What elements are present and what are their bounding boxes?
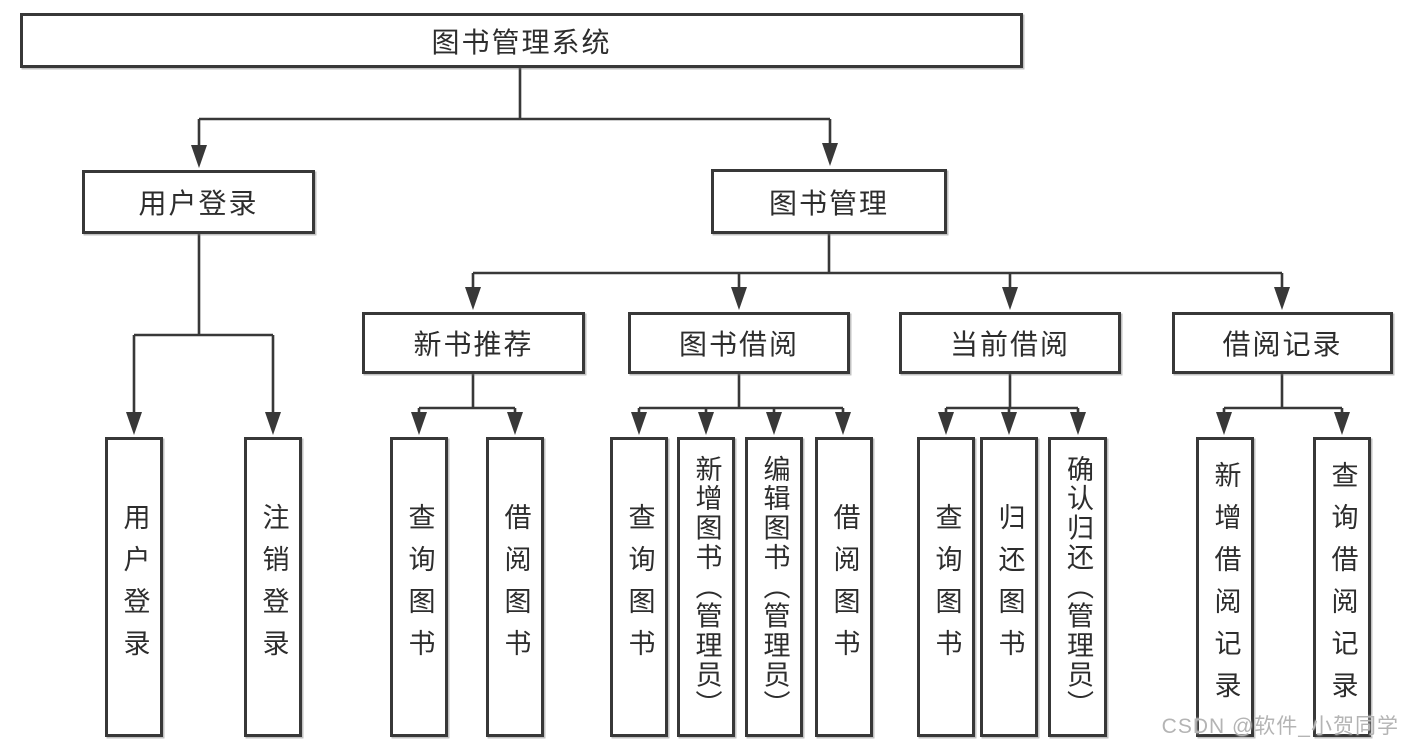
leaf-label: 查询图书	[624, 503, 655, 671]
leaf-label: 新增图书（管理员）	[691, 454, 722, 720]
leaf-label: 确认归还（管理员）	[1063, 454, 1093, 720]
csdn-watermark: CSDN @软件_小贺同学	[1161, 715, 1399, 738]
leaf-return-books: 归还图书	[980, 437, 1038, 737]
leaf-borrow-books-recommend: 借阅图书	[486, 437, 544, 737]
leaf-user-login: 用户登录	[105, 437, 163, 737]
node-user-login: 用户登录	[82, 170, 315, 234]
leaf-label: 查询图书	[931, 503, 962, 671]
leaf-add-book-admin: 新增图书（管理员）	[677, 437, 735, 737]
leaf-label: 借阅图书	[500, 503, 531, 671]
leaf-query-books-recommend: 查询图书	[390, 437, 448, 737]
leaf-query-borrow-record: 查询借阅记录	[1313, 437, 1371, 737]
leaf-label: 查询图书	[404, 503, 435, 671]
arrowheads	[126, 143, 1350, 435]
node-borrow-records: 借阅记录	[1172, 312, 1393, 374]
leaf-label: 归还图书	[994, 503, 1025, 671]
node-current-borrow: 当前借阅	[899, 312, 1121, 374]
leaf-label: 注销登录	[258, 503, 289, 671]
leaf-label: 借阅图书	[829, 503, 860, 671]
leaf-query-books-current: 查询图书	[917, 437, 975, 737]
leaf-edit-book-admin: 编辑图书（管理员）	[745, 437, 803, 737]
leaf-label: 编辑图书（管理员）	[759, 454, 790, 720]
leaf-borrow-books: 借阅图书	[815, 437, 873, 737]
node-book-borrow: 图书借阅	[628, 312, 850, 374]
node-book-management: 图书管理	[711, 169, 947, 234]
leaf-confirm-return-admin: 确认归还（管理员）	[1048, 437, 1107, 737]
leaf-label: 查询借阅记录	[1327, 461, 1358, 713]
node-root-system: 图书管理系统	[20, 13, 1023, 68]
leaf-add-borrow-record: 新增借阅记录	[1196, 437, 1254, 737]
leaf-query-books-borrow: 查询图书	[610, 437, 668, 737]
leaf-logout: 注销登录	[244, 437, 302, 737]
leaf-label: 新增借阅记录	[1210, 461, 1241, 713]
node-new-book-recommend: 新书推荐	[362, 312, 585, 374]
leaf-label: 用户登录	[119, 503, 150, 671]
